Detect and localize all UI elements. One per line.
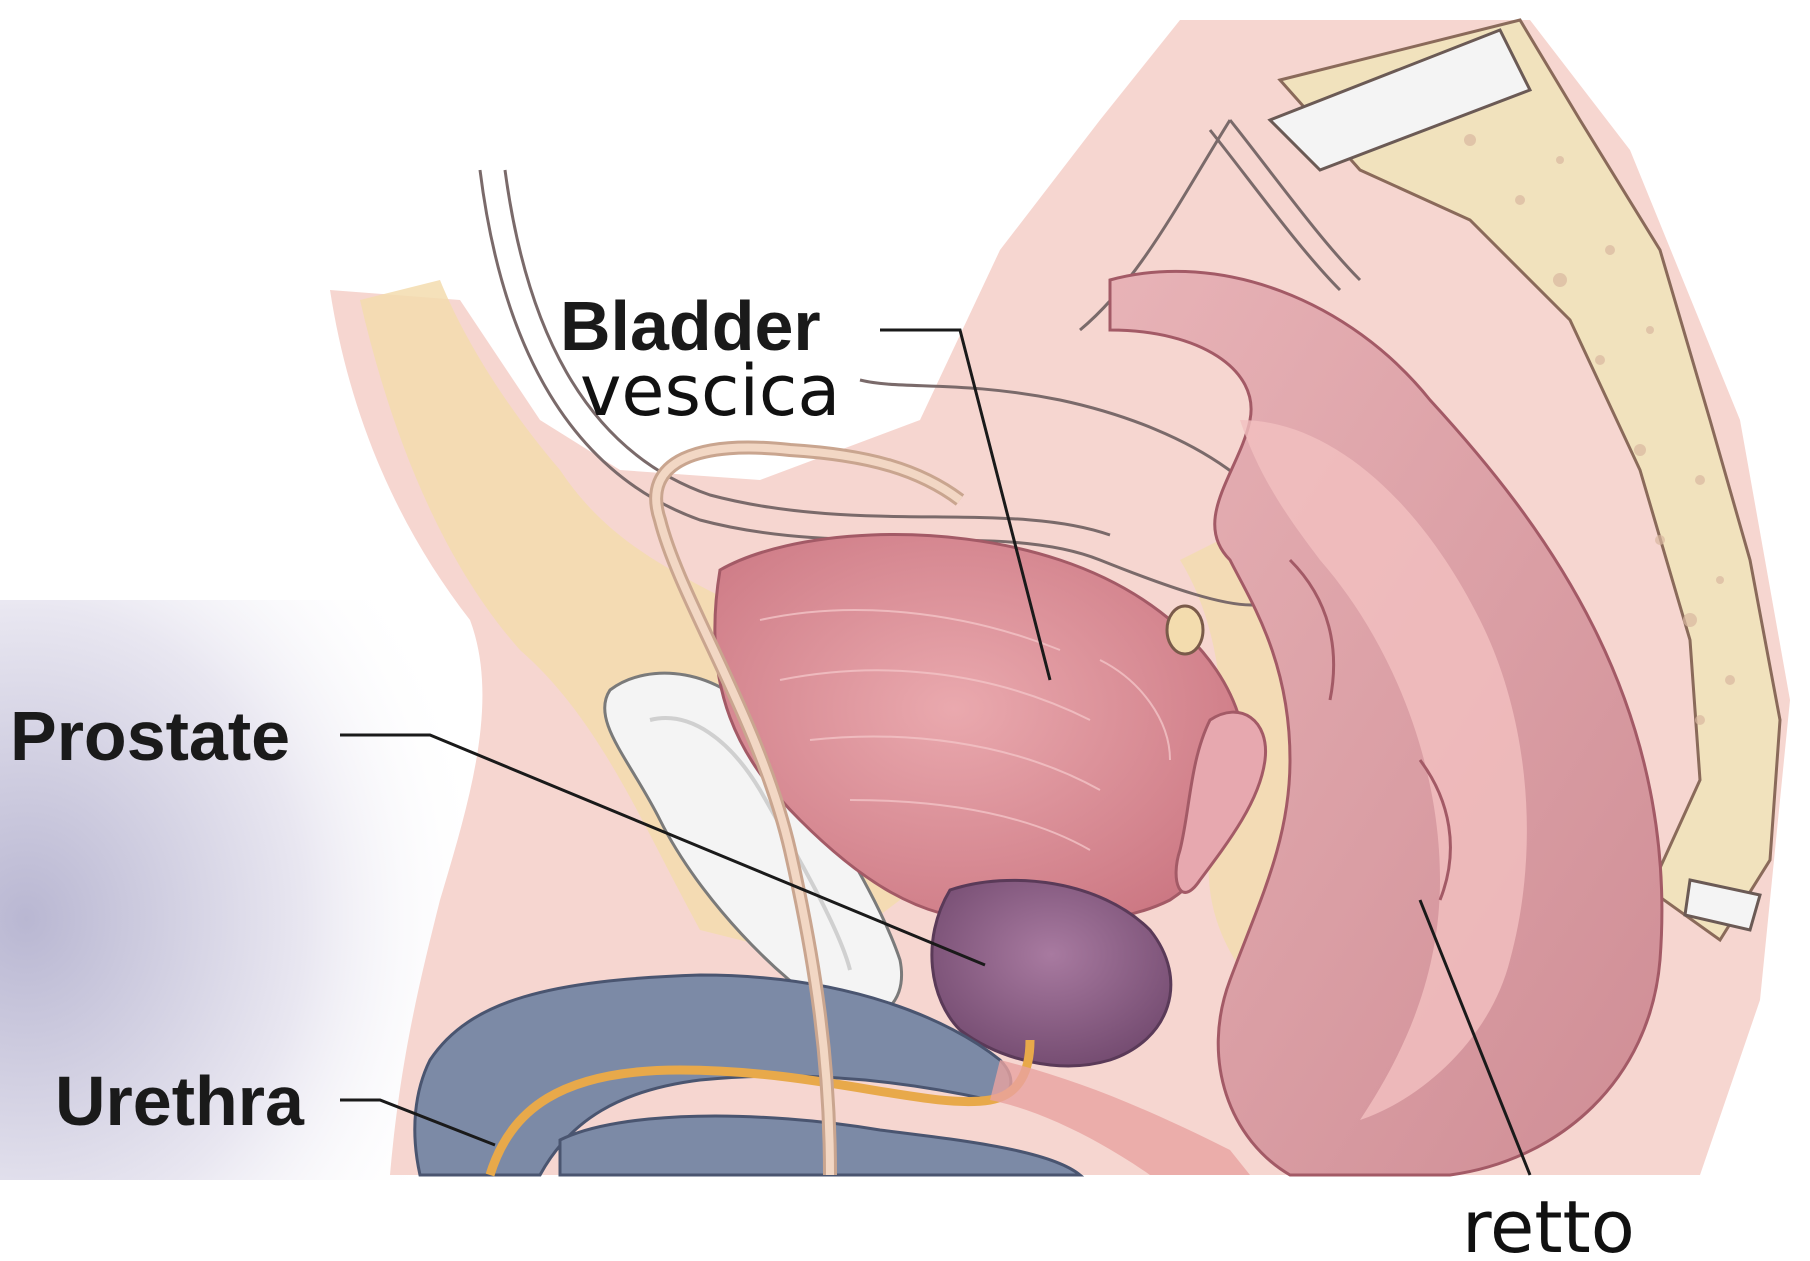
ureter-opening [1167, 606, 1203, 654]
label-urethra: Urethra [55, 1062, 305, 1140]
label-bladder-italian: vescica [580, 350, 840, 432]
label-rectum-italian: retto [1462, 1185, 1635, 1261]
label-prostate: Prostate [10, 697, 290, 775]
